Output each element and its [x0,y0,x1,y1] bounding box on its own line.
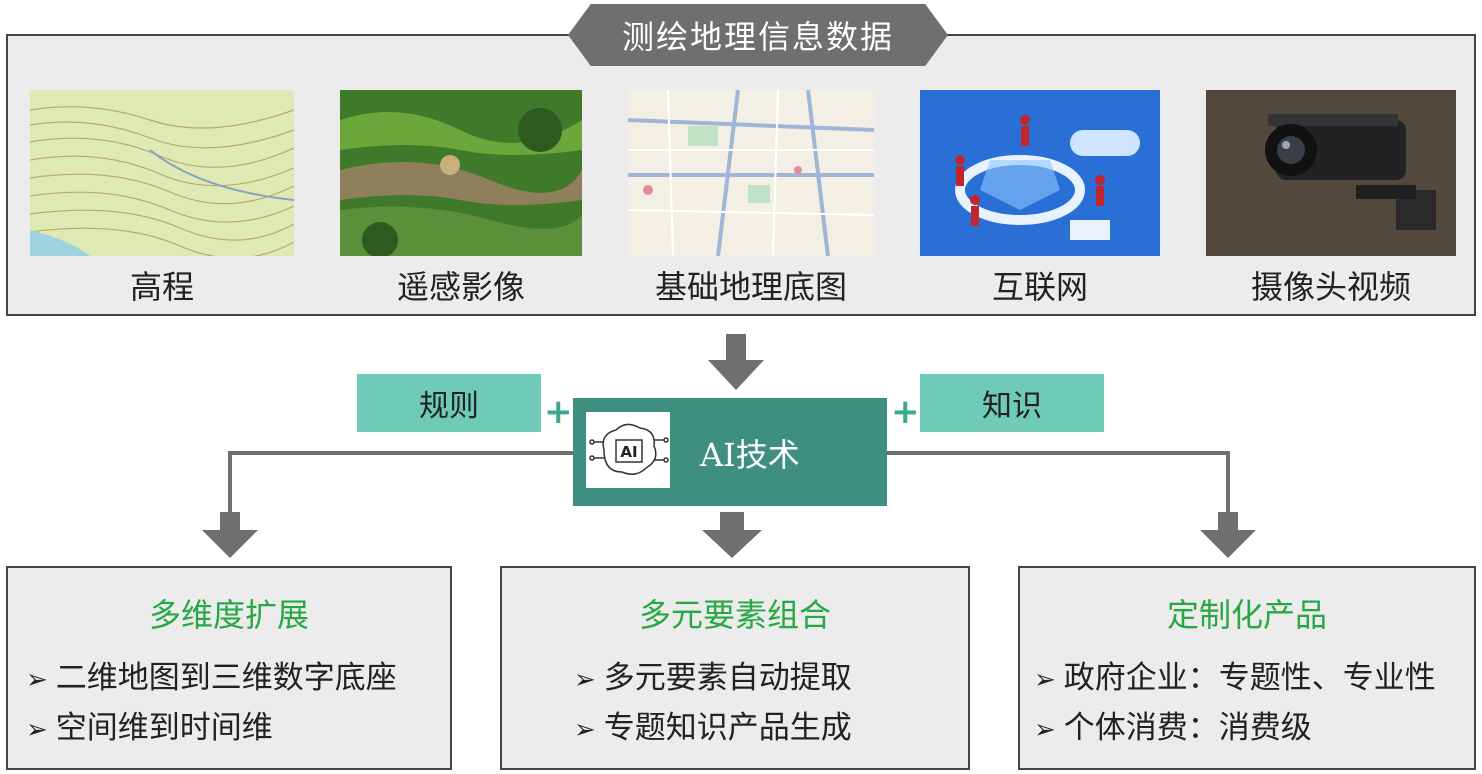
list-item: ➢多元要素自动提取 [574,660,852,696]
source-label-camera-video: 摄像头视频 [1250,268,1411,306]
output-title: 多元要素组合 [638,596,831,634]
source-label-elevation: 高程 [129,268,194,306]
satellite-image [340,90,582,256]
panel-title: 测绘地理信息数据 [568,4,948,66]
list-item: ➢政府企业：专题性、专业性 [1034,660,1436,696]
down-arrow-left [202,512,258,558]
street-map-image [628,90,874,256]
plus-icon-right: + [891,392,920,432]
down-arrow-center [702,512,762,558]
arrow-bullet-icon: ➢ [26,665,48,695]
arrow-bullet-icon: ➢ [1034,715,1056,745]
list-item: ➢二维地图到三维数字底座 [26,660,397,696]
output-box-multi-dimension: 多维度扩展 ➢二维地图到三维数字底座 ➢空间维到时间维 [6,566,452,770]
rules-box: 规则 [357,374,541,432]
contour-map-image [30,90,294,256]
ai-brain-icon: AI [586,412,670,488]
arrow-bullet-icon: ➢ [26,715,48,745]
down-arrow-top [708,334,764,390]
arrow-bullet-icon: ➢ [574,715,596,745]
source-label-internet: 互联网 [991,268,1088,306]
branch-line-left [228,451,574,455]
plus-icon-left: + [544,392,573,432]
security-camera-image [1206,90,1456,256]
source-label-remote-sensing: 遥感影像 [396,268,525,306]
ai-technology-label: AI技术 [700,436,800,474]
output-title: 多维度扩展 [148,596,309,634]
knowledge-box: 知识 [920,374,1104,432]
output-box-multi-element: 多元要素组合 ➢多元要素自动提取 ➢专题知识产品生成 [500,566,970,770]
source-label-base-map: 基础地理底图 [654,268,847,306]
list-item: ➢专题知识产品生成 [574,710,852,746]
internet-illustration [920,90,1160,256]
list-item: ➢个体消费：消费级 [1034,710,1312,746]
branch-line-right [886,451,1230,455]
down-arrow-right [1200,512,1256,558]
branch-line-right-drop [1226,451,1230,513]
ai-icon-text: AI [620,443,637,461]
output-title: 定制化产品 [1166,596,1327,634]
list-item: ➢空间维到时间维 [26,710,273,746]
branch-line-left-drop [228,451,232,513]
arrow-bullet-icon: ➢ [1034,665,1056,695]
output-box-customized: 定制化产品 ➢政府企业：专题性、专业性 ➢个体消费：消费级 [1018,566,1476,770]
arrow-bullet-icon: ➢ [574,665,596,695]
